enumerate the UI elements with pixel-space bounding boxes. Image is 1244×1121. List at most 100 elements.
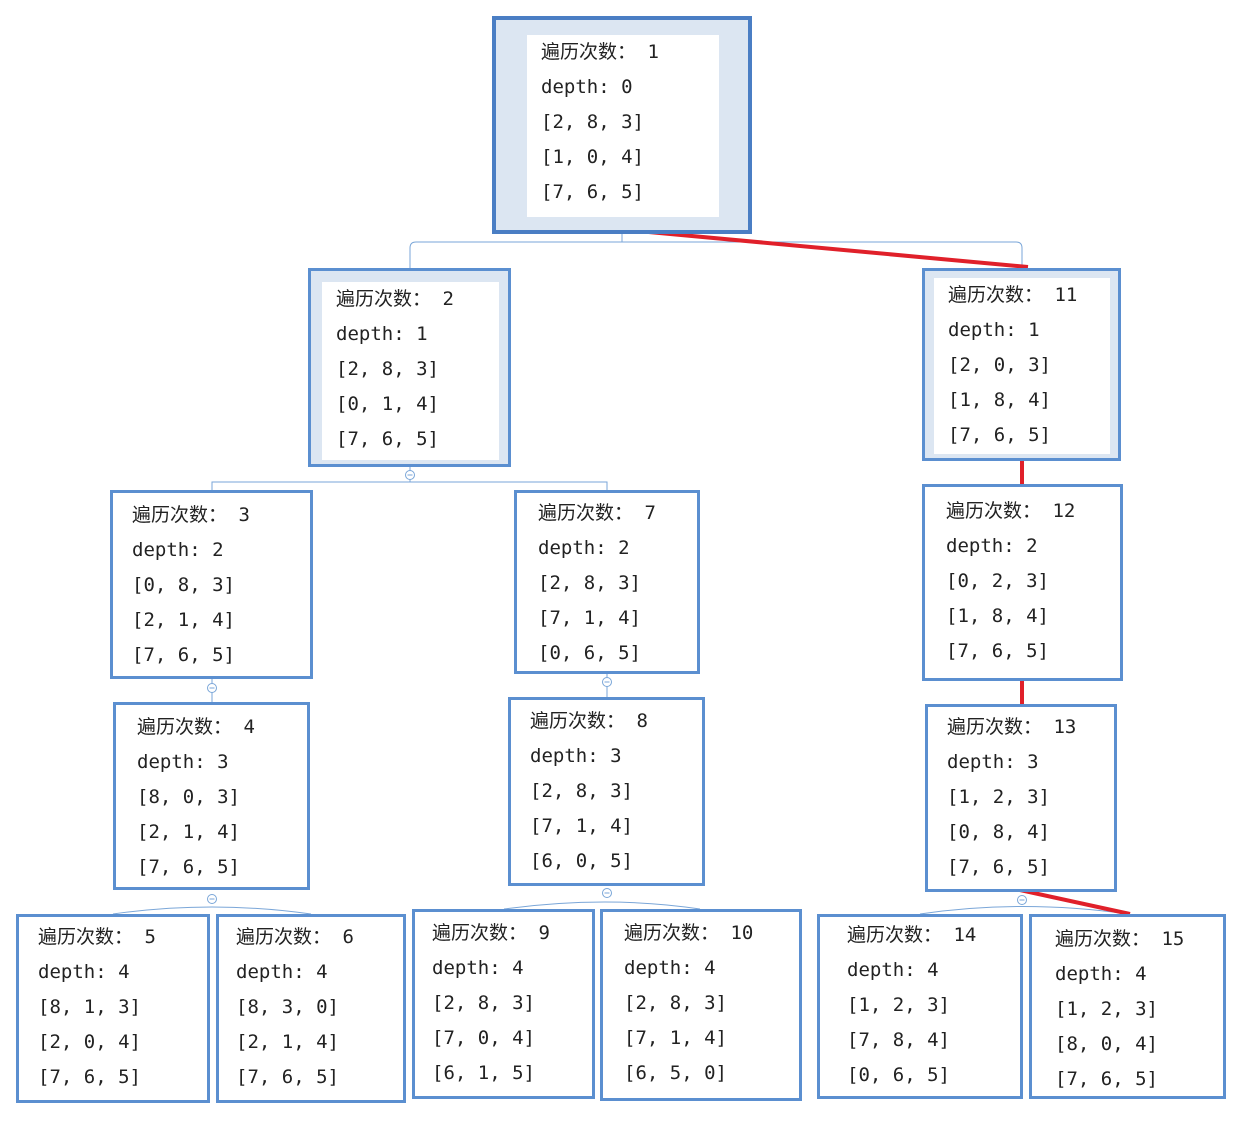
solution-path-segment-4 bbox=[1019, 888, 1131, 916]
visit-count-label: 遍历次数： bbox=[336, 288, 432, 310]
connector-node2 bbox=[211, 481, 608, 490]
board-row-3: [6, 5, 0] bbox=[624, 1062, 727, 1084]
visit-count-value: 15 bbox=[1150, 928, 1185, 950]
board-row-1: [2, 8, 3] bbox=[541, 111, 644, 133]
visit-count-value: 12 bbox=[1041, 500, 1076, 522]
board-row-1: [8, 0, 3] bbox=[137, 786, 240, 808]
visit-count-value: 6 bbox=[331, 926, 354, 948]
visit-count-label: 遍历次数： bbox=[236, 926, 332, 948]
board-row-2: [2, 1, 4] bbox=[137, 821, 240, 843]
board-row-2: [7, 0, 4] bbox=[432, 1027, 535, 1049]
depth-line: depth: 4 bbox=[847, 959, 939, 981]
depth-line: depth: 2 bbox=[538, 537, 630, 559]
connector-node13 bbox=[919, 906, 1129, 915]
visit-count-label: 遍历次数： bbox=[948, 284, 1044, 306]
visit-count-value: 14 bbox=[942, 924, 977, 946]
board-row-2: [2, 1, 4] bbox=[236, 1031, 339, 1053]
board-row-1: [2, 8, 3] bbox=[336, 358, 439, 380]
visit-count-value: 8 bbox=[625, 710, 648, 732]
visit-count-value: 5 bbox=[133, 926, 156, 948]
board-row-1: [1, 2, 3] bbox=[947, 786, 1050, 808]
visit-count-line: 遍历次数： 13 bbox=[947, 710, 1111, 745]
board-row-3: [7, 6, 5] bbox=[236, 1066, 339, 1088]
visit-count-line: 遍历次数： 3 bbox=[132, 498, 304, 533]
board-row-2: [7, 1, 4] bbox=[624, 1027, 727, 1049]
visit-count-label: 遍历次数： bbox=[541, 41, 637, 63]
board-row-3: [7, 6, 5] bbox=[948, 424, 1051, 446]
board-row-2: [7, 1, 4] bbox=[538, 607, 641, 629]
visit-count-value: 3 bbox=[227, 504, 250, 526]
board-row-2: [2, 1, 4] bbox=[132, 609, 235, 631]
board-row-3: [7, 6, 5] bbox=[38, 1066, 141, 1088]
depth-line: depth: 4 bbox=[624, 957, 716, 979]
depth-line: depth: 4 bbox=[236, 961, 328, 983]
board-row-1: [2, 0, 3] bbox=[948, 354, 1051, 376]
board-row-3: [7, 6, 5] bbox=[336, 428, 439, 450]
node-content: 遍历次数： 9 depth: 4 [2, 8, 3] [7, 0, 4] [6, 1, … bbox=[418, 916, 586, 1092]
visit-count-line: 遍历次数： 8 bbox=[530, 704, 696, 739]
board-row-2: [2, 0, 4] bbox=[38, 1031, 141, 1053]
visit-count-value: 11 bbox=[1043, 284, 1078, 306]
visit-count-label: 遍历次数： bbox=[132, 504, 228, 526]
board-row-1: [8, 1, 3] bbox=[38, 996, 141, 1018]
board-row-1: [0, 2, 3] bbox=[946, 570, 1049, 592]
connector-root bbox=[409, 241, 1023, 268]
depth-line: depth: 4 bbox=[1055, 963, 1147, 985]
depth-line: depth: 4 bbox=[38, 961, 130, 983]
visit-count-label: 遍历次数： bbox=[946, 500, 1042, 522]
visit-count-value: 4 bbox=[232, 716, 255, 738]
board-row-1: [1, 2, 3] bbox=[1055, 998, 1158, 1020]
depth-line: depth: 3 bbox=[530, 745, 622, 767]
visit-count-value: 1 bbox=[636, 41, 659, 63]
visit-count-line: 遍历次数： 10 bbox=[624, 916, 794, 951]
board-row-1: [2, 8, 3] bbox=[432, 992, 535, 1014]
visit-count-value: 7 bbox=[633, 502, 656, 524]
visit-count-line: 遍历次数： 12 bbox=[946, 494, 1116, 529]
board-row-2: [7, 8, 4] bbox=[847, 1029, 950, 1051]
visit-count-label: 遍历次数： bbox=[847, 924, 943, 946]
depth-line: depth: 1 bbox=[948, 319, 1040, 341]
visit-count-label: 遍历次数： bbox=[624, 922, 720, 944]
visit-count-label: 遍历次数： bbox=[538, 502, 634, 524]
visit-count-line: 遍历次数： 15 bbox=[1055, 922, 1217, 957]
board-row-3: [7, 6, 5] bbox=[132, 644, 235, 666]
visit-count-label: 遍历次数： bbox=[947, 716, 1043, 738]
depth-line: depth: 4 bbox=[432, 957, 524, 979]
visit-count-line: 遍历次数： 7 bbox=[538, 496, 692, 531]
visit-count-line: 遍历次数： 9 bbox=[432, 916, 586, 951]
visit-count-value: 9 bbox=[527, 922, 550, 944]
solution-path-segment-1 bbox=[615, 227, 1029, 269]
board-row-1: [2, 8, 3] bbox=[530, 780, 633, 802]
depth-line: depth: 2 bbox=[946, 535, 1038, 557]
visit-count-label: 遍历次数： bbox=[1055, 928, 1151, 950]
board-row-3: [6, 1, 5] bbox=[432, 1062, 535, 1084]
board-row-1: [2, 8, 3] bbox=[538, 572, 641, 594]
board-row-2: [1, 0, 4] bbox=[541, 146, 644, 168]
visit-count-label: 遍历次数： bbox=[530, 710, 626, 732]
depth-line: depth: 0 bbox=[541, 76, 633, 98]
visit-count-line: 遍历次数： 5 bbox=[38, 920, 204, 955]
board-row-2: [0, 8, 4] bbox=[947, 821, 1050, 843]
visit-count-line: 遍历次数： 11 bbox=[948, 278, 1110, 313]
board-row-3: [7, 6, 5] bbox=[946, 640, 1049, 662]
board-row-3: [7, 6, 5] bbox=[1055, 1068, 1158, 1090]
board-row-2: [0, 1, 4] bbox=[336, 393, 439, 415]
